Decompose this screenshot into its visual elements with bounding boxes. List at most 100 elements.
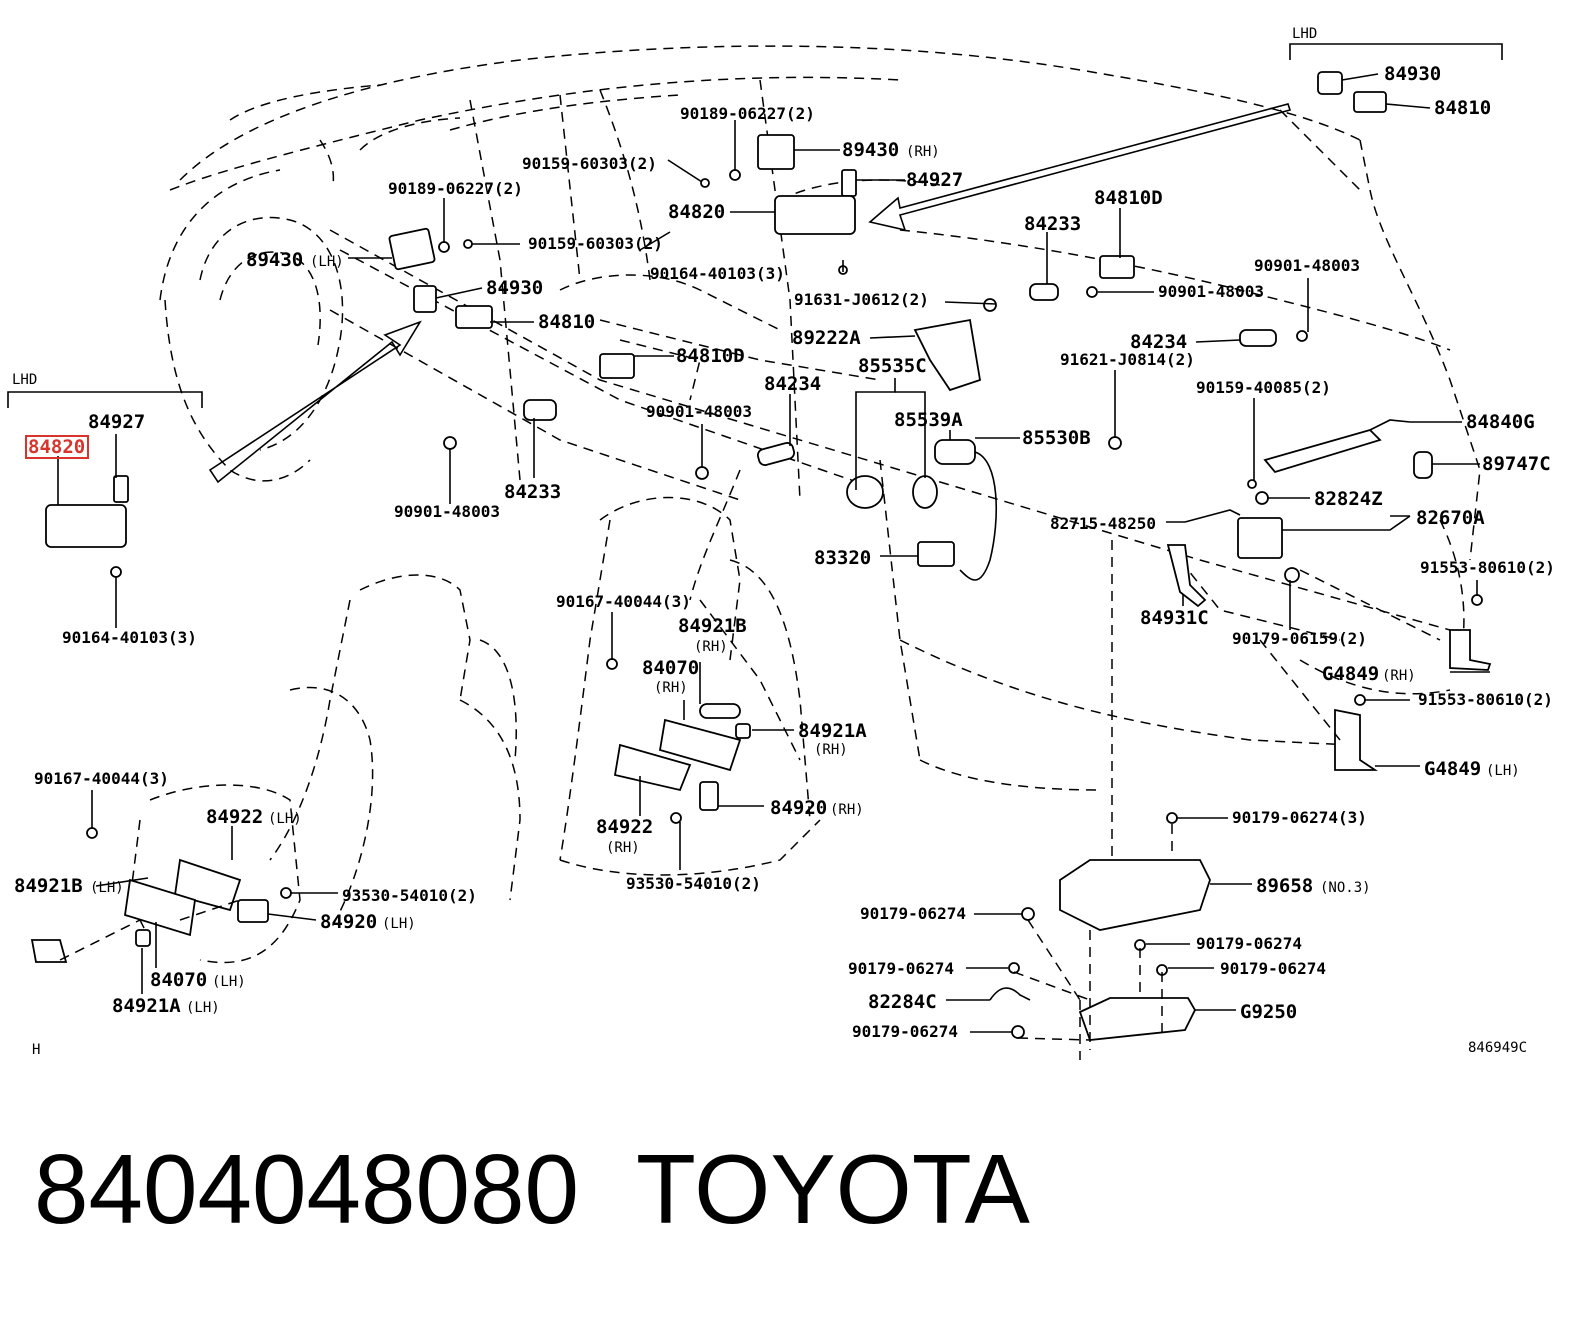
label-90901-48003-r1[interactable]: 90901-48003 (1254, 256, 1360, 275)
label-84070-rh-qualifier: (RH) (654, 680, 688, 696)
label-84233-top[interactable]: 84233 (1024, 213, 1081, 235)
label-91553-80610-b[interactable]: 91553-80610(2) (1418, 690, 1553, 709)
label-90189-06227-top[interactable]: 90189-06227(2) (680, 104, 815, 123)
label-84922-lh[interactable]: 84922 (206, 806, 263, 828)
label-89658-qualifier: (NO.3) (1320, 880, 1371, 896)
label-90179-06274-d[interactable]: 90179-06274 (1220, 959, 1326, 978)
label-g4849-rh-qualifier: (RH) (1382, 668, 1416, 684)
label-91631-j0612[interactable]: 91631-J0612(2) (794, 290, 929, 309)
label-84810d-top[interactable]: 84810D (1094, 187, 1163, 209)
label-84070-lh[interactable]: 84070 (150, 969, 207, 991)
label-84931c[interactable]: 84931C (1140, 607, 1209, 629)
highlight-box-84820 (25, 435, 89, 459)
label-84810d-mid[interactable]: 84810D (676, 345, 745, 367)
lhd-tag-left: LHD (12, 372, 37, 388)
label-84927-top[interactable]: 84927 (906, 169, 963, 191)
label-84920-lh[interactable]: 84920 (320, 911, 377, 933)
label-93530-54010-mid[interactable]: 93530-54010(2) (626, 874, 761, 893)
part-shapes (30, 71, 1492, 1041)
corner-mark: H (32, 1042, 40, 1058)
label-83320[interactable]: 83320 (814, 547, 871, 569)
label-g4849-lh-qualifier: (LH) (1486, 763, 1520, 779)
label-82284c[interactable]: 82284C (868, 991, 937, 1013)
label-90179-06274-3[interactable]: 90179-06274(3) (1232, 808, 1367, 827)
label-g4849-lh[interactable]: G4849 (1424, 758, 1481, 780)
label-89430-lh[interactable]: 89430 (246, 249, 303, 271)
label-90164-40103-left[interactable]: 90164-40103(3) (62, 628, 197, 647)
label-84840g[interactable]: 84840G (1466, 411, 1535, 433)
label-91553-80610-a[interactable]: 91553-80610(2) (1420, 558, 1555, 577)
part-labels: 84930 84810 90189-06227(2) 89430 (RH) 90… (14, 63, 1555, 1058)
label-90179-06274-b[interactable]: 90179-06274 (1196, 934, 1302, 953)
label-90901-48003-r2[interactable]: 90901-48003 (1158, 282, 1264, 301)
label-84920-rh[interactable]: 84920 (770, 797, 827, 819)
label-84920-lh-qualifier: (LH) (382, 916, 416, 932)
label-89658[interactable]: 89658 (1256, 875, 1313, 897)
label-84922-rh[interactable]: 84922 (596, 816, 653, 838)
label-84921b-rh[interactable]: 84921B (678, 615, 747, 637)
label-84070-rh[interactable]: 84070 (642, 657, 699, 679)
pointer-arrows (208, 103, 1292, 484)
label-84930-lhd[interactable]: 84930 (1384, 63, 1441, 85)
label-84921a-rh-qualifier: (RH) (814, 742, 848, 758)
label-89430-lh-qualifier: (LH) (310, 254, 344, 270)
label-84234-right[interactable]: 84234 (1130, 331, 1187, 353)
label-84921b-lh-qualifier: (LH) (90, 880, 124, 896)
label-90164-40103-mid[interactable]: 90164-40103(3) (650, 264, 785, 283)
label-84921a-rh[interactable]: 84921A (798, 720, 867, 742)
label-90179-06274-e[interactable]: 90179-06274 (852, 1022, 958, 1041)
label-90901-48003-mid[interactable]: 90901-48003 (646, 402, 752, 421)
lhd-tag-right: LHD (1292, 26, 1317, 42)
lhd-brackets: LHD LHD (7, 26, 1503, 408)
fasteners (86, 169, 1483, 1039)
label-84920-rh-qualifier: (RH) (830, 802, 864, 818)
label-90159-60303-top[interactable]: 90159-60303(2) (522, 154, 657, 173)
label-84922-rh-qualifier: (RH) (606, 840, 640, 856)
label-90901-48003-low[interactable]: 90901-48003 (394, 502, 500, 521)
figure-code: 846949C (1468, 1040, 1527, 1056)
label-84922-lh-qualifier: (LH) (268, 811, 302, 827)
label-84070-lh-qualifier: (LH) (212, 974, 246, 990)
label-84930-mid[interactable]: 84930 (486, 277, 543, 299)
label-90159-60303-mid[interactable]: 90159-60303(2) (528, 234, 663, 253)
label-82715-48250[interactable]: 82715-48250 (1050, 514, 1156, 533)
label-90167-40044-left[interactable]: 90167-40044(3) (34, 769, 169, 788)
label-84921a-lh[interactable]: 84921A (112, 995, 181, 1017)
label-89430-rh-qualifier: (RH) (906, 144, 940, 160)
label-82670a[interactable]: 82670A (1416, 507, 1485, 529)
label-84820-left-highlighted[interactable]: 84820 (28, 436, 85, 458)
label-90179-06159[interactable]: 90179-06159(2) (1232, 629, 1367, 648)
exploded-parts-diagram: LHD LHD (7, 26, 1555, 1060)
label-89747c[interactable]: 89747C (1482, 453, 1551, 475)
label-90179-06274-c[interactable]: 90179-06274 (848, 959, 954, 978)
label-84810-lhd[interactable]: 84810 (1434, 97, 1491, 119)
seat-outlines (129, 496, 821, 964)
label-84233-mid[interactable]: 84233 (504, 481, 561, 503)
label-90167-40044-mid[interactable]: 90167-40044(3) (556, 592, 691, 611)
label-91621-j0814[interactable]: 91621-J0814(2) (1060, 350, 1195, 369)
label-90189-06227-mid[interactable]: 90189-06227(2) (388, 179, 523, 198)
label-90159-40085[interactable]: 90159-40085(2) (1196, 378, 1331, 397)
leader-lines (57, 73, 1490, 1060)
label-84927-left[interactable]: 84927 (88, 411, 145, 433)
label-g4849-rh[interactable]: G4849 (1322, 663, 1379, 685)
label-85530b[interactable]: 85530B (1022, 427, 1091, 449)
label-90179-06274-a[interactable]: 90179-06274 (860, 904, 966, 923)
brand-name: TOYOTA (636, 1134, 1030, 1244)
part-number-title: 8404048080 (34, 1134, 580, 1244)
label-89430-rh[interactable]: 89430 (842, 139, 899, 161)
label-82824z[interactable]: 82824Z (1314, 488, 1383, 510)
label-85535c[interactable]: 85535C (858, 355, 927, 377)
label-84921a-lh-qualifier: (LH) (186, 1000, 220, 1016)
label-g9250[interactable]: G9250 (1240, 1001, 1297, 1023)
label-84921b-rh-qualifier: (RH) (694, 639, 728, 655)
vehicle-outline (159, 45, 1481, 791)
label-84921b-lh[interactable]: 84921B (14, 875, 83, 897)
label-84810-mid[interactable]: 84810 (538, 311, 595, 333)
label-84234-mid[interactable]: 84234 (764, 373, 821, 395)
label-89222a[interactable]: 89222A (792, 327, 861, 349)
label-84820-mid[interactable]: 84820 (668, 201, 725, 223)
label-85539a[interactable]: 85539A (894, 409, 963, 431)
label-93530-54010-left[interactable]: 93530-54010(2) (342, 886, 477, 905)
